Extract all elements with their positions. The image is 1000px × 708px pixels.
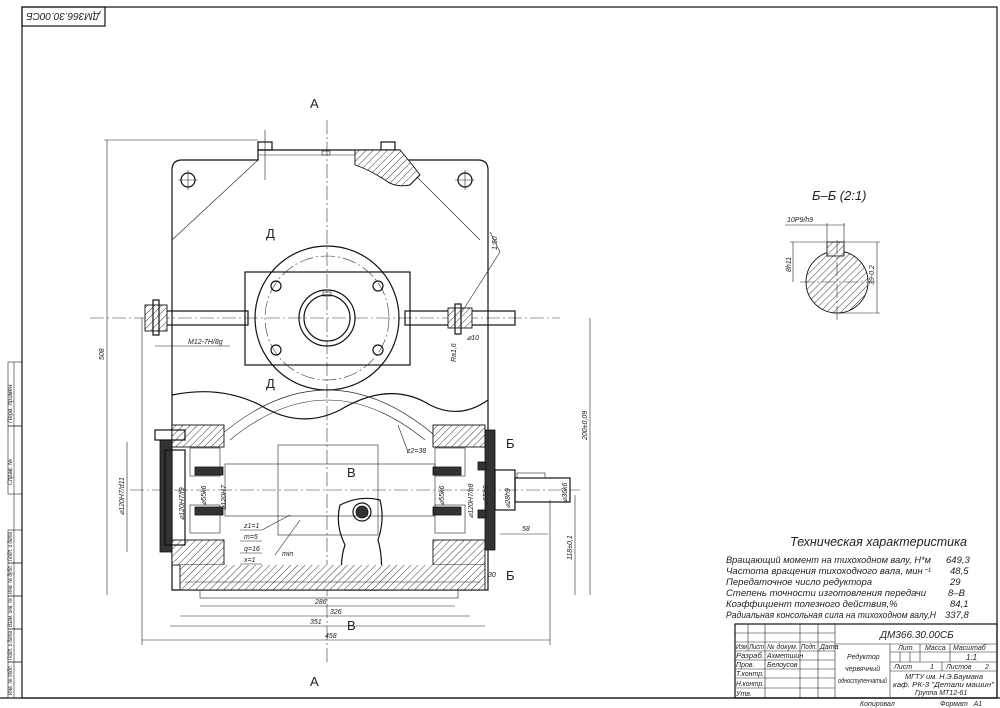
- tech-label: Коэффициент полезного действия,%: [726, 599, 898, 610]
- key-depth: 8h11: [786, 257, 793, 272]
- col-label: Изм: [736, 644, 747, 651]
- dim-seal: ⌀55h9: [483, 485, 490, 505]
- title-name: червячный: [845, 665, 880, 673]
- section-label-a: А: [310, 674, 319, 689]
- worm-param: q=16: [244, 546, 260, 553]
- dim-axis-height: 118±0,1: [567, 535, 574, 560]
- tech-value: 337,8: [945, 610, 969, 621]
- role-label: Т.контр.: [736, 671, 764, 678]
- dim-bore: ⌀120H7/f9: [179, 487, 186, 520]
- col-label: Дата: [819, 644, 839, 651]
- mass-label: Масса: [925, 645, 946, 652]
- col-label: № докум.: [767, 643, 798, 651]
- title-name: одноступенчатый: [838, 677, 887, 685]
- tech-label: Степень точности изготовления передачи: [726, 588, 927, 599]
- org-line: каф. РК-3 "Детали машин": [893, 682, 995, 689]
- section-label-d: Д: [266, 226, 275, 241]
- tech-value: 84,1: [950, 599, 969, 610]
- title-code: ДМ366.30.00СБ: [879, 630, 954, 641]
- tech-value: 649,3: [946, 555, 970, 566]
- strip-label: Подп. и дата: [8, 630, 14, 660]
- strip-label: Инв. № подл.: [7, 665, 14, 695]
- strip-label: Перв. примен.: [8, 383, 14, 423]
- technical-characteristics: Техническая характеристика Вращающий мом…: [726, 535, 970, 621]
- section-view-bb: Б–Б (2:1) 10P9/h9 8h11 39-0.2: [785, 188, 880, 320]
- sheet-value: 1: [930, 664, 934, 671]
- org-line: МГТУ им. Н.Э.Баумана: [905, 674, 983, 681]
- section-label-a: А: [310, 96, 319, 111]
- person-name: Ахметшин: [766, 653, 803, 660]
- dim-bore: ⌀120H7/d11: [119, 477, 126, 515]
- tech-label: Вращающий момент на тихоходном валу, Н*м: [726, 555, 931, 566]
- shaft-height: 39-0.2: [869, 265, 876, 285]
- reducer-main-view: [90, 120, 580, 665]
- role-label: Пров.: [736, 662, 755, 669]
- dim-roughness: Ra1,6: [451, 343, 458, 362]
- strip-label: Справ. №: [7, 459, 14, 485]
- role-label: Утв.: [735, 691, 752, 698]
- dim-286: 286: [314, 599, 327, 606]
- dim-flange-len: 30: [488, 572, 496, 579]
- dim-center-height: 200±0,09: [582, 411, 589, 441]
- dim-326: 326: [330, 609, 342, 616]
- section-title: Б–Б (2:1): [812, 188, 867, 203]
- col-label: Подп.: [801, 643, 817, 651]
- dim-wheel-teeth: z2=38: [406, 448, 426, 455]
- rotated-doc-code: ДМ366.30.00СБ: [26, 10, 101, 21]
- dim-bearing: ⌀55k6: [201, 485, 208, 505]
- tech-title: Техническая характеристика: [790, 535, 967, 549]
- tech-label: Частота вращения тихоходного вала, мин⁻¹: [726, 566, 931, 577]
- person-name: Белоусов: [767, 662, 798, 669]
- worm-mark: min: [282, 551, 293, 558]
- tech-label: Радиальная консольная сила на тихоходном…: [726, 610, 936, 621]
- dim-bearing: ⌀55k6: [439, 485, 446, 505]
- side-strip: Перв. примен. Справ. № Подп. и дата Инв.…: [7, 361, 23, 699]
- rotated-code-box: ДМ366.30.00СБ: [21, 6, 106, 27]
- dim-thread: M12-7H/8g: [188, 339, 223, 346]
- format-label: Формат А1: [940, 701, 982, 708]
- dim-458: 458: [325, 633, 337, 640]
- org-line: Группа МТ12-61: [915, 690, 967, 697]
- title-name: Редуктор: [847, 653, 880, 661]
- lit-label: Лит.: [897, 645, 914, 652]
- section-label-d: Д: [266, 376, 275, 391]
- sheets-label: Листов: [945, 664, 972, 671]
- strip-label: Подп. и дата: [8, 531, 14, 561]
- scale-label: Масштаб: [953, 644, 987, 652]
- role-label: Н.контр.: [736, 681, 764, 688]
- role-label: Разраб.: [736, 652, 764, 660]
- dim-housing: ⌀120H7: [221, 484, 228, 510]
- dim-shaft: ⌀28h9: [505, 488, 512, 508]
- dim-351: 351: [310, 619, 322, 626]
- dim-shaft-len: 58: [522, 526, 530, 533]
- strip-label: Инв. № дубл.: [7, 565, 14, 594]
- dim-housing: ⌀120H7/h8: [468, 483, 475, 518]
- sheets-value: 2: [984, 664, 989, 671]
- copied-label: Копировал: [860, 701, 895, 708]
- section-label-v: В: [347, 618, 356, 633]
- dim-taper: 1:50: [492, 236, 499, 250]
- key-fit: 10P9/h9: [787, 217, 813, 224]
- strip-label: Взам. инв. №: [7, 598, 14, 627]
- tech-value: 29: [949, 577, 961, 588]
- worm-param: m=5: [244, 534, 258, 541]
- dim-pin: ⌀10: [467, 335, 479, 342]
- section-label-v: В: [347, 465, 356, 480]
- dim-overall-height: 508: [99, 348, 106, 360]
- tech-value: 8–B: [948, 588, 966, 599]
- title-block: ДМ366.30.00СБ Редуктор червячный односту…: [734, 623, 998, 708]
- scale-value: 1:1: [966, 653, 977, 662]
- dimensions: 508 M12-7H/8g 1:50 ⌀10 Ra1,6 200±0,09 11…: [99, 96, 591, 689]
- col-label: Лист: [748, 644, 764, 651]
- worm-param: z1=1: [243, 523, 259, 530]
- dim-shaft-end: ⌀36k6: [562, 482, 569, 502]
- worm-param: x=1: [243, 557, 256, 564]
- tech-label: Передаточное число редуктора: [726, 577, 872, 588]
- section-label-b: Б: [506, 568, 515, 583]
- section-label-b: Б: [506, 436, 515, 451]
- sheet-label: Лист: [893, 664, 912, 671]
- tech-value: 48,5: [950, 566, 969, 577]
